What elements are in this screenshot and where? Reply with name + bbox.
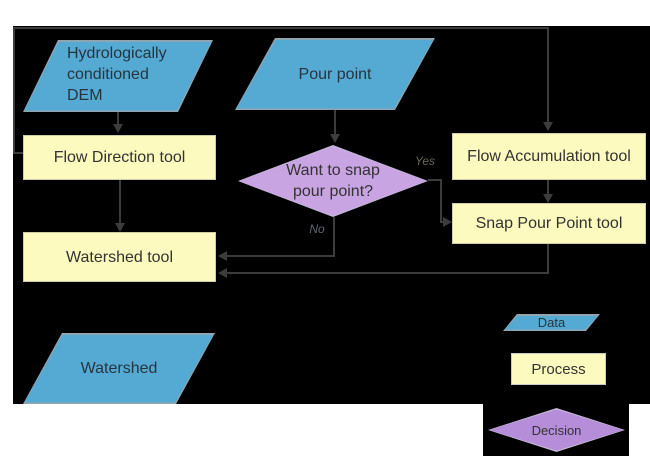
node-flow-direction-tool: Flow Direction tool bbox=[23, 135, 216, 180]
legend-process-label: Process bbox=[531, 360, 586, 378]
node-pour-point: Pour point bbox=[235, 38, 435, 110]
node-label: Snap Pour Point tool bbox=[475, 215, 623, 232]
node-label: Watershed bbox=[80, 360, 158, 377]
legend-process-shape: Process bbox=[511, 353, 606, 385]
node-hydrologically-conditioned-dem: Hydrologically conditioned DEM bbox=[23, 40, 213, 112]
legend-decision-label: Decision bbox=[531, 422, 582, 438]
node-label: Flow Direction tool bbox=[53, 149, 186, 166]
edge-label-yes: Yes bbox=[414, 154, 435, 168]
legend-fill bbox=[504, 315, 599, 330]
legend-data-shape: Data bbox=[503, 314, 600, 331]
node-flow-accumulation-tool: Flow Accumulation tool bbox=[452, 133, 646, 180]
node-label: Pour point bbox=[298, 65, 372, 83]
edge-label-no: No bbox=[309, 222, 325, 236]
node-snap-pour-point-tool: Snap Pour Point tool bbox=[452, 203, 646, 244]
legend-data-label: Data bbox=[537, 315, 566, 330]
node-label: Watershed tool bbox=[65, 248, 173, 266]
node-label: Flow Accumulation tool bbox=[467, 148, 631, 165]
node-watershed-tool: Watershed tool bbox=[23, 232, 216, 282]
node-label: Want to snap pour point? bbox=[286, 162, 380, 200]
